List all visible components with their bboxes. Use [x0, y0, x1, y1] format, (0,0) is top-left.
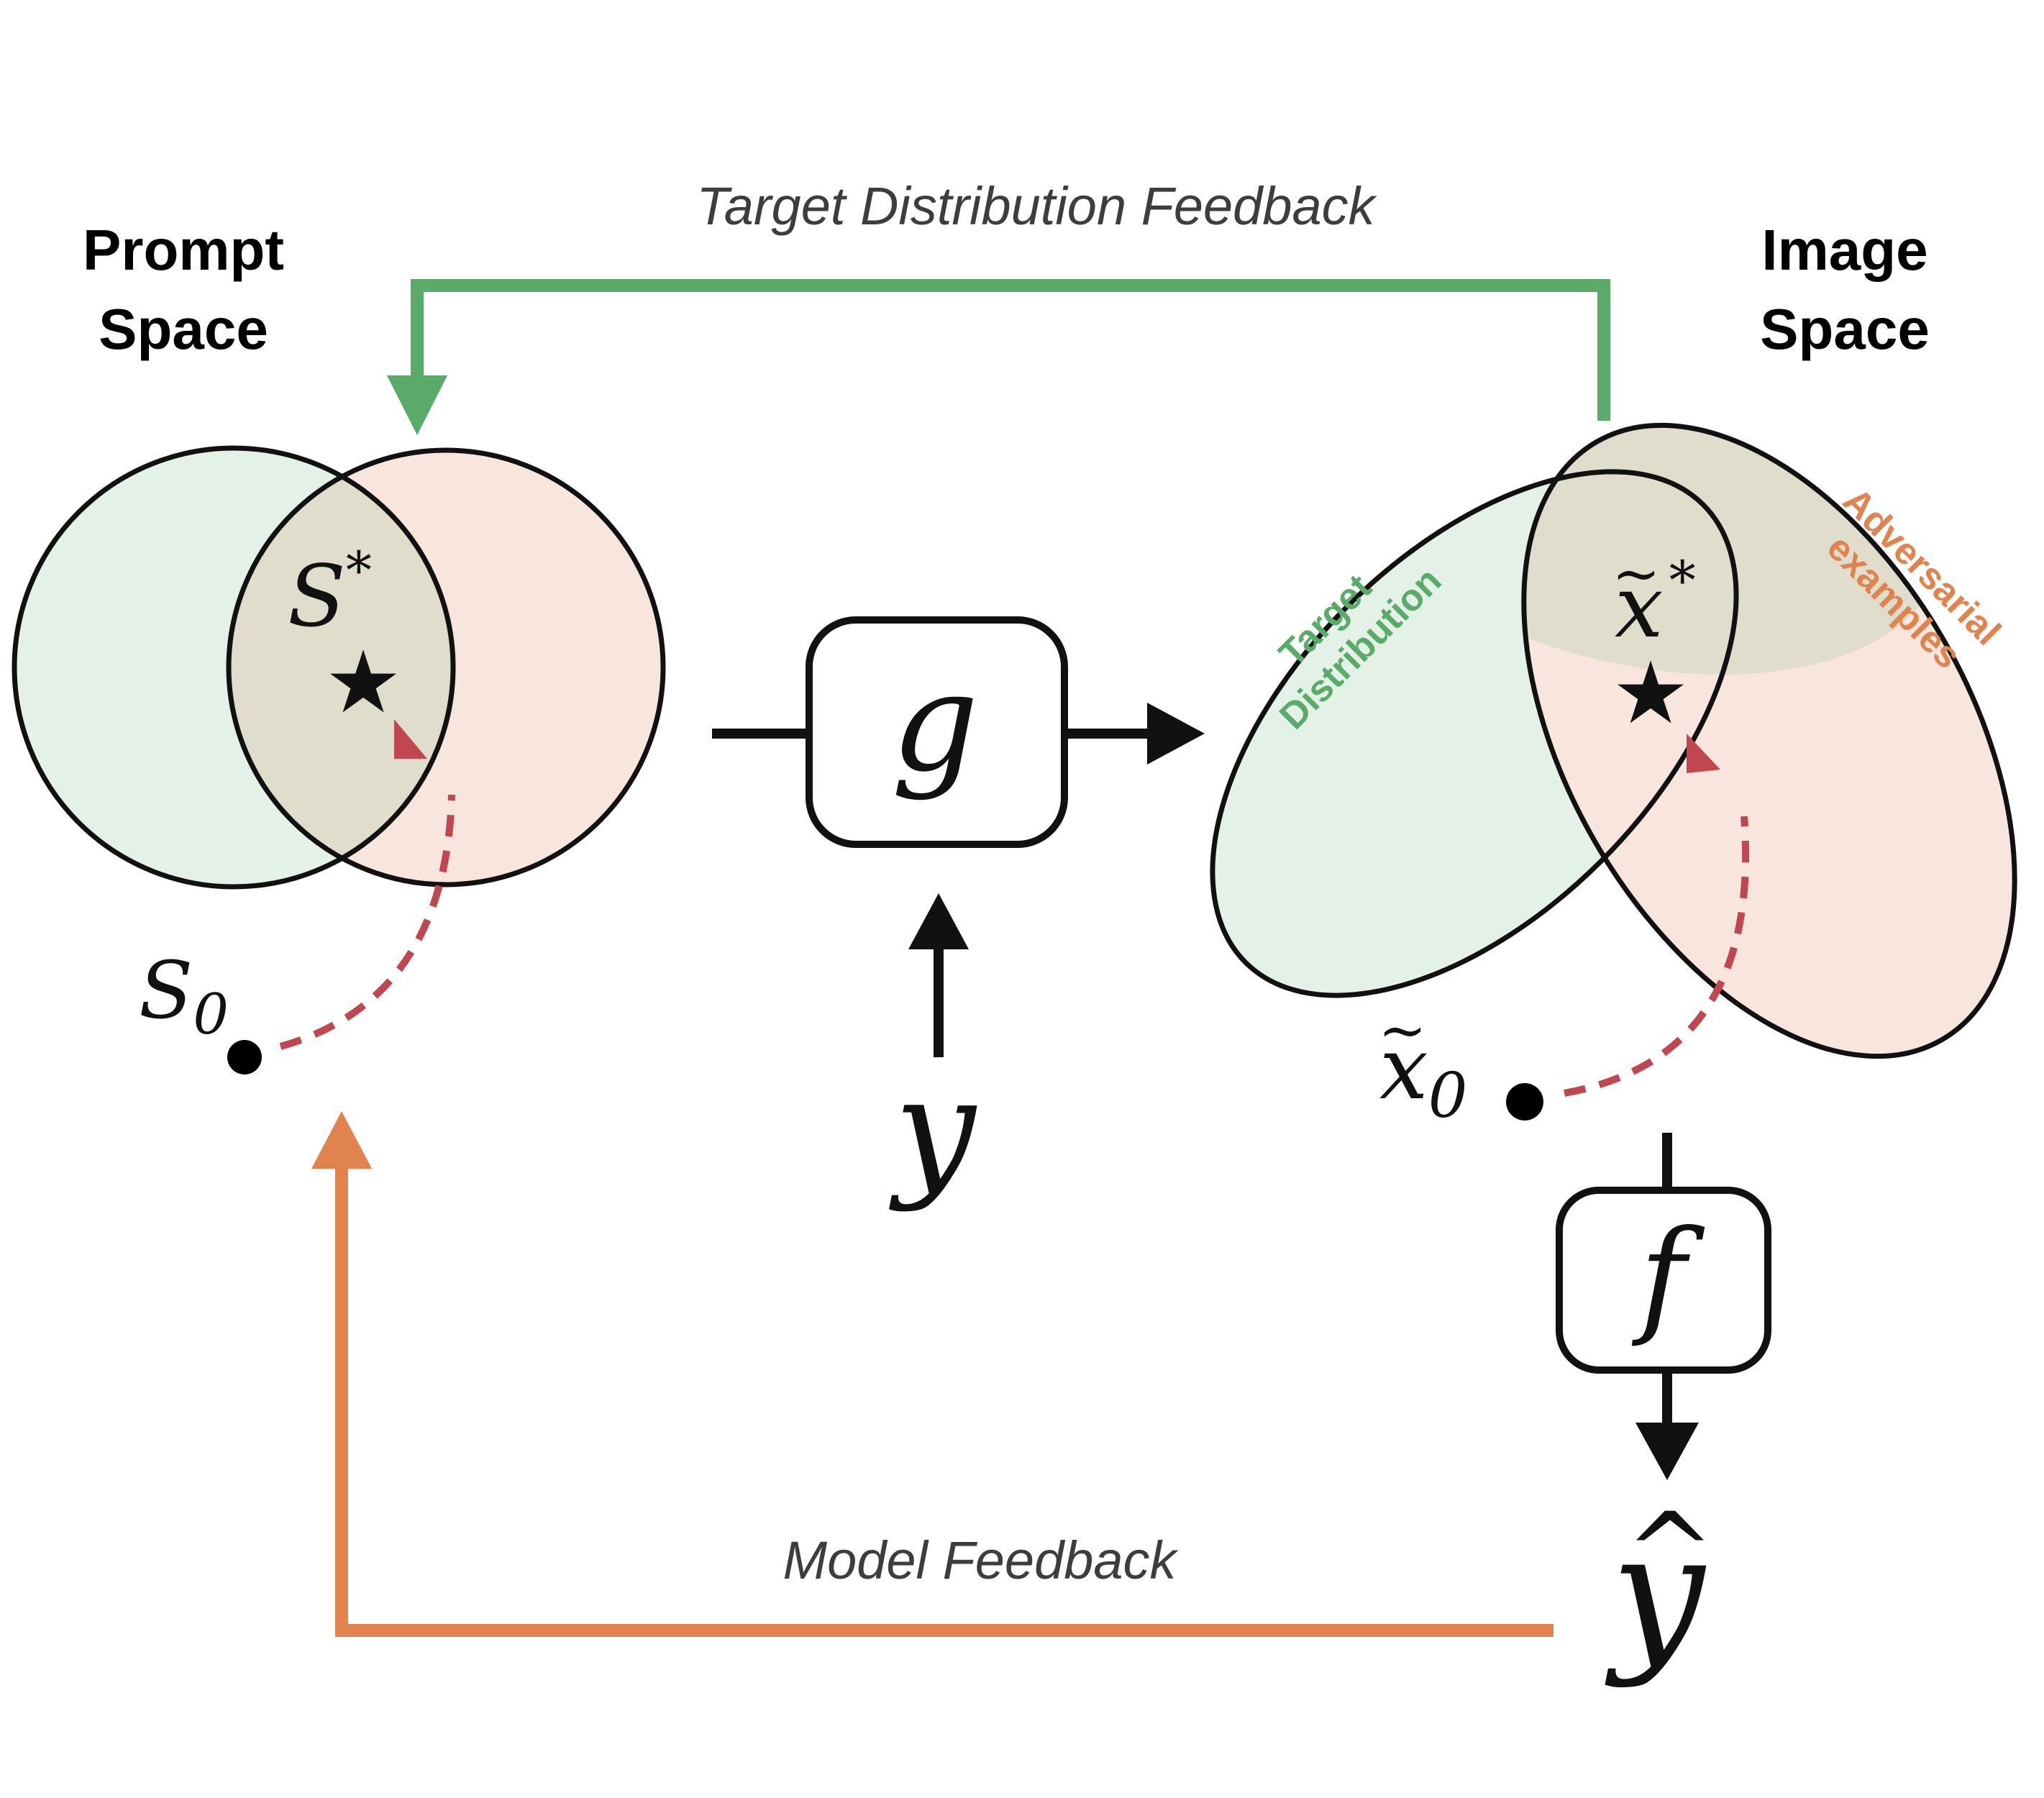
image-start-point [1506, 1083, 1543, 1121]
generator-input-label: y [889, 1046, 978, 1214]
target-distribution-feedback-label: Target Distribution Feedback [696, 176, 1377, 236]
image-overlap-region [1523, 425, 1988, 739]
prompt-overlap-region [229, 450, 453, 885]
classifier-output-label: y [1605, 1498, 1707, 1690]
generator-input-arrowhead [908, 893, 969, 949]
generator-output-arrowhead [1147, 703, 1205, 765]
image-optimal-star-icon: ★ [1612, 644, 1689, 744]
model-feedback-arrow [311, 1111, 1553, 1637]
classifier-block [1556, 1133, 1771, 1480]
prompt-optimal-label: S* [288, 540, 372, 646]
prompt-space-title-line2: Space [99, 297, 268, 361]
image-space-title-line1: Image [1761, 218, 1927, 282]
target-distribution-feedback-arrow [387, 279, 1610, 435]
image-optimization-path [1564, 734, 1750, 1097]
image-start-tilde: ~ [1378, 997, 1426, 1064]
prompt-start-point [227, 1040, 262, 1074]
image-space-venn [1210, 422, 2017, 1059]
image-optimal-label: x* [1615, 550, 1696, 657]
model-feedback-label: Model Feedback [783, 1530, 1179, 1590]
prompt-space-venn [12, 445, 666, 890]
classifier-output-hat: ^ [1625, 1490, 1715, 1615]
prompt-optimal-star-icon: ★ [324, 633, 402, 733]
classifier-output-arrowhead [1635, 1423, 1699, 1480]
generator-label: g [891, 643, 979, 802]
prompt-optimization-path [279, 719, 455, 1050]
prompt-start-label: S0 [139, 944, 229, 1047]
generator-block [712, 616, 1205, 1057]
image-space-title-line2: Space [1760, 297, 1930, 361]
image-optimal-tilde: ~ [1612, 540, 1660, 607]
prompt-space-title-line1: Prompt [83, 218, 284, 282]
image-start-label: x0 [1379, 1019, 1467, 1132]
